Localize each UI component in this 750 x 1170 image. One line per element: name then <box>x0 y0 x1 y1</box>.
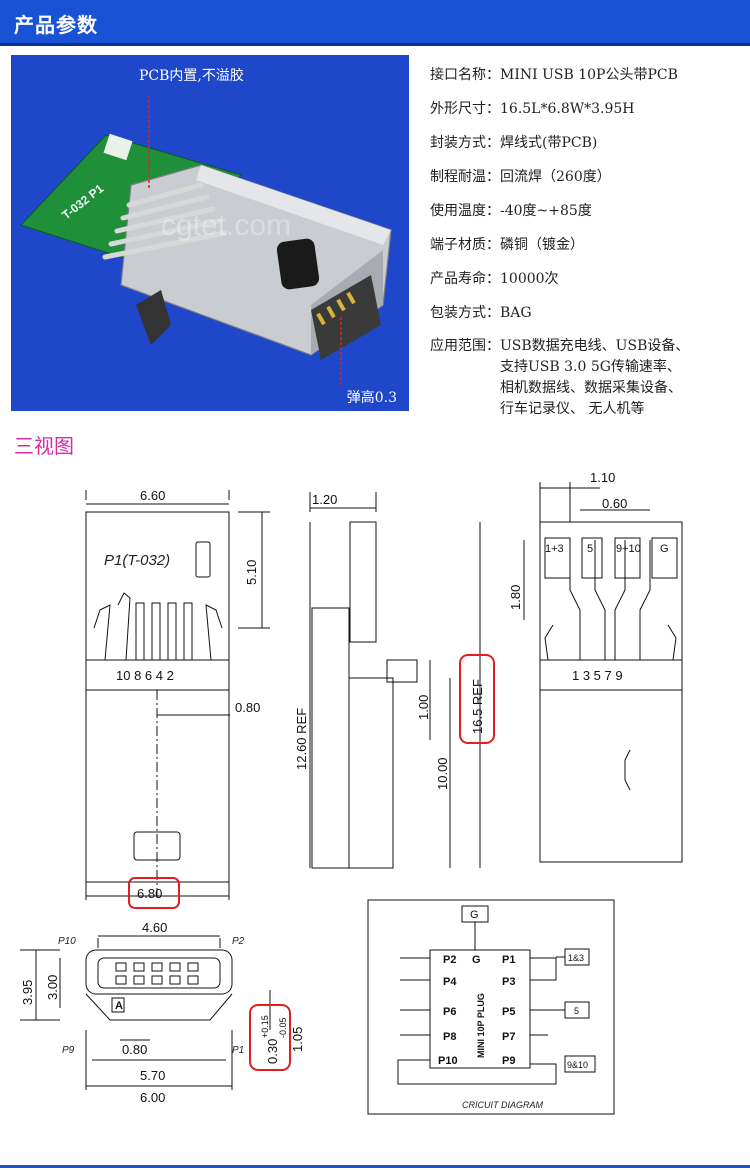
dim-bottom-width-a: 5.70 <box>140 1068 165 1083</box>
front-view-outline <box>85 511 230 883</box>
spec-key: 封装方式： <box>430 135 500 151</box>
header-title: 产品参数 <box>14 13 98 37</box>
dim-right-height: 1.80 <box>508 585 523 610</box>
spec-value: 16.5L*6.8W*3.95H <box>500 101 635 117</box>
dim-right-mid: 0.60 <box>602 496 627 511</box>
spec-row: 接口名称：MINI USB 10P公头带PCB <box>430 58 748 92</box>
dim-side-total: 12.60 REF <box>294 708 309 770</box>
circuit-title: CRICUIT DIAGRAM <box>462 1100 544 1110</box>
connector-illustration: T-032 P1 cgtet.com <box>20 95 392 385</box>
spec-key: 制程耐温： <box>430 169 500 185</box>
dim-bottom-height-small: 1.05 <box>290 1027 305 1052</box>
spec-value: 10000次 <box>500 271 559 287</box>
spec-key: 外形尺寸： <box>430 101 500 117</box>
circuit-right-pin: P1 <box>502 954 515 966</box>
watermark: cgtet.com <box>161 209 291 242</box>
dim-bottom-inner-width: 4.60 <box>142 920 167 935</box>
tol-minus: -0.05 <box>278 1017 288 1038</box>
application-line: USB数据充电线、USB设备、 <box>500 338 690 354</box>
photo-caption-top: PCB内置,不溢胶 <box>139 68 244 84</box>
circuit-out-910: 9&10 <box>567 1060 588 1070</box>
spec-row: 封装方式：焊线式(带PCB) <box>430 126 748 160</box>
circuit-right-pin: P3 <box>502 976 515 988</box>
circuit-left-pin: P2 <box>443 954 456 966</box>
dim-front-width-bottom: 6.80 <box>137 886 162 901</box>
spec-key: 包装方式： <box>430 305 500 321</box>
footer-line <box>0 1165 750 1168</box>
circuit-left-pin: P4 <box>443 976 457 988</box>
section-title: 三视图 <box>14 434 74 458</box>
circuit-left-pin: P6 <box>443 1006 456 1018</box>
pad-label: 1+3 <box>545 543 564 555</box>
circuit-right-pin: P7 <box>502 1031 515 1043</box>
circuit-out-13: 1&3 <box>568 953 584 963</box>
circuit-right-pin: P9 <box>502 1055 515 1067</box>
spec-key: 产品寿命： <box>430 271 500 287</box>
circuit-left-pin: P10 <box>438 1055 458 1067</box>
header-bar: 产品参数 <box>0 0 750 46</box>
spec-value: 回流焊（260度） <box>500 169 611 185</box>
dim-side-top: 1.20 <box>312 492 337 507</box>
application-line: 支持USB 3.0 5G传输速率、 <box>500 359 681 375</box>
right-pin-numbers: 1 3 5 7 9 <box>572 668 623 683</box>
spec-value: USB数据充电线、USB设备、 支持USB 3.0 5G传输速率、 相机数据线、… <box>500 336 689 420</box>
circuit-ground-top: G <box>470 909 479 921</box>
circuit-box <box>367 899 615 1115</box>
dim-side-step: 1.00 <box>416 695 431 720</box>
spec-value: 磷铜（镀金） <box>500 237 584 253</box>
dim-side-ref: 16.5 REF <box>470 679 485 734</box>
spec-row: 使用温度：-40度~+85度 <box>430 194 748 228</box>
dim-right-top: 1.10 <box>590 470 615 485</box>
spec-row: 制程耐温：回流焊（260度） <box>430 160 748 194</box>
spec-key: 应用范围： <box>430 338 500 354</box>
pad-label: 9+10 <box>616 543 641 555</box>
spec-key: 使用温度： <box>430 203 500 219</box>
spec-key: 接口名称： <box>430 67 500 83</box>
dim-bottom-height-inner: 3.00 <box>45 975 60 1000</box>
spec-list: 接口名称：MINI USB 10P公头带PCB 外形尺寸：16.5L*6.8W*… <box>430 58 748 420</box>
front-pin-numbers: 10 8 6 4 2 <box>116 668 174 683</box>
circuit-right-pin: P5 <box>502 1006 515 1018</box>
marker-a: A <box>115 1000 123 1012</box>
spec-row: 包装方式：BAG <box>430 296 748 330</box>
part-label: P1(T-032) <box>104 552 170 569</box>
product-photo: T-032 P1 cgtet.com PCB内置,不溢胶 弹高0.3 <box>11 55 409 411</box>
circuit-g-pin: G <box>472 954 481 966</box>
dim-front-width-top: 6.60 <box>140 488 165 503</box>
circuit-vertical-label: MINI 10P PLUG <box>476 993 486 1058</box>
label-p10: P10 <box>58 936 76 947</box>
application-line: 行车记录仪、 无人机等 <box>500 401 645 417</box>
pad-label: 5 <box>587 543 593 555</box>
dim-bottom-height-outer: 3.95 <box>20 980 35 1005</box>
label-p2: P2 <box>232 936 245 947</box>
dim-spring: 0.30 <box>265 1039 280 1064</box>
tol-plus: +0.15 <box>260 1015 270 1038</box>
dim-side-plug: 10.00 <box>435 757 450 790</box>
spec-value: BAG <box>500 305 532 321</box>
circuit-out-5: 5 <box>574 1006 579 1016</box>
dim-front-height: 5.10 <box>244 560 259 585</box>
label-p9: P9 <box>62 1045 75 1056</box>
spec-value: -40度~+85度 <box>500 203 592 219</box>
technical-drawing: 6.60 5.10 P1(T-032) 10 8 6 4 2 0.80 6.80… <box>20 470 683 1115</box>
pad-label: G <box>660 543 669 555</box>
spec-value: 焊线式(带PCB) <box>500 135 598 151</box>
photo-caption-bottom: 弹高0.3 <box>346 390 397 406</box>
label-p1: P1 <box>232 1045 244 1056</box>
spec-key: 端子材质： <box>430 237 500 253</box>
dim-front-pitch: 0.80 <box>235 700 260 715</box>
application-line: 相机数据线、数据采集设备、 <box>500 380 682 396</box>
spec-row-application: 应用范围： USB数据充电线、USB设备、 支持USB 3.0 5G传输速率、 … <box>430 336 748 420</box>
circuit-left-pin: P8 <box>443 1031 456 1043</box>
spec-row: 端子材质：磷铜（镀金） <box>430 228 748 262</box>
spec-row: 产品寿命：10000次 <box>430 262 748 296</box>
dim-bottom-width-b: 6.00 <box>140 1090 165 1105</box>
dim-bottom-pitch: 0.80 <box>122 1042 147 1057</box>
spec-row: 外形尺寸：16.5L*6.8W*3.95H <box>430 92 748 126</box>
spec-value: MINI USB 10P公头带PCB <box>500 67 678 83</box>
